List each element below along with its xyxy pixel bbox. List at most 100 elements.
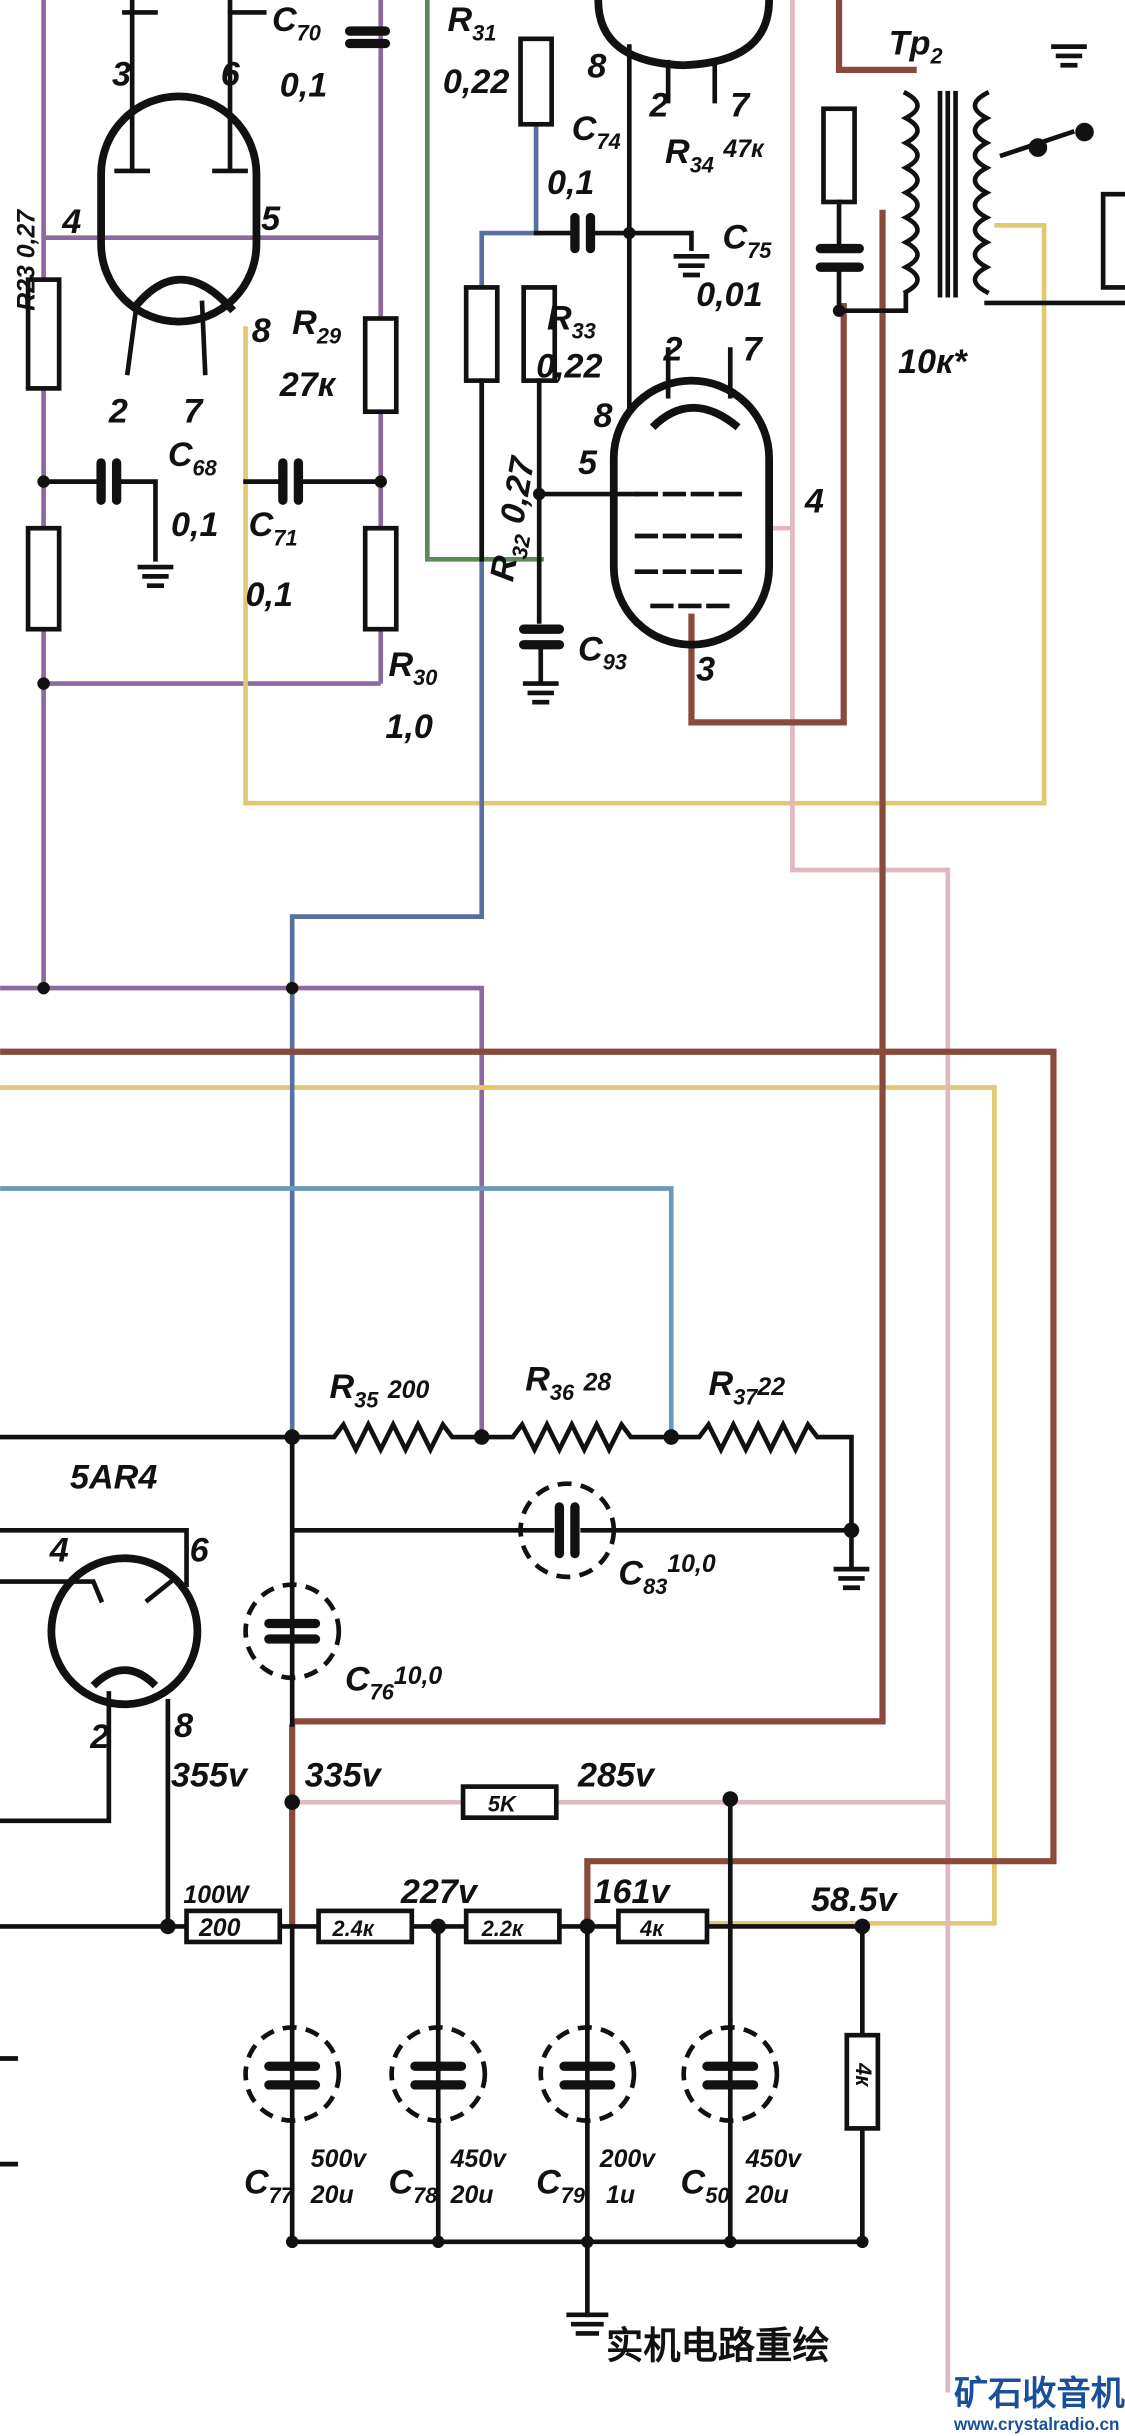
- c74-label: C74: [572, 110, 621, 154]
- pin-label: 8: [252, 312, 271, 350]
- transformer-tp2: [836, 90, 1125, 314]
- r30-value: 1,0: [385, 708, 432, 746]
- c75-value: 0,01: [696, 276, 762, 314]
- pin-label: 6: [221, 55, 241, 93]
- r34-label: R34 47к: [665, 133, 765, 180]
- tube-output-pentode: [541, 347, 774, 649]
- c83-label: C8310,0: [618, 1551, 715, 1599]
- resistor-5k: [460, 1784, 559, 1821]
- resistor-2-2k: [463, 1908, 562, 1945]
- yellow-feedback-wire: [0, 222, 1047, 1926]
- resistors-top: [25, 36, 857, 632]
- labels-top: C70 0,1 R23 0,27 R29 27к C68 0,1 C71 0,1…: [13, 1, 968, 746]
- r33-label: R33: [547, 299, 596, 343]
- r31-value: 0,22: [443, 63, 509, 101]
- pin-label: 4: [61, 203, 81, 241]
- r200-value: 200: [198, 1915, 241, 1942]
- resistor-200: [184, 1908, 283, 1945]
- c50-label: C50: [681, 2164, 730, 2208]
- ground-symbols-top: [137, 44, 1087, 705]
- r29-value: 27к: [279, 366, 337, 404]
- c50-rating: 450v: [745, 2146, 802, 2173]
- c78-label: C78: [388, 2164, 438, 2208]
- voltage-161: 161v: [594, 1873, 672, 1911]
- c71-value: 0,1: [246, 576, 293, 614]
- c77-label: C77: [244, 2164, 294, 2208]
- resistor-2-4k: [316, 1908, 415, 1945]
- r2-4k-value: 2.4к: [332, 1916, 375, 1941]
- pin-label: 8: [174, 1707, 193, 1745]
- junction-dots: [37, 226, 871, 2249]
- c79-rating: 200v: [599, 2146, 656, 2173]
- pin-label: 2: [662, 330, 682, 368]
- voltage-335: 335v: [305, 1757, 383, 1795]
- r36-label: R36 28: [525, 1360, 611, 1407]
- c71-label: C71: [249, 506, 298, 550]
- tube-dual-triode: [97, 0, 267, 376]
- pin-label: 3: [112, 55, 131, 93]
- c78-rating: 450v: [450, 2146, 507, 2173]
- pin-label: 7: [743, 330, 764, 368]
- r2-2k-value: 2.2к: [481, 1916, 524, 1941]
- pin-label: 3: [696, 650, 715, 688]
- c79-value: 1u: [606, 2182, 635, 2209]
- voltage-285: 285v: [577, 1757, 656, 1795]
- pin-label: 6: [190, 1531, 210, 1569]
- lightblue-wire: [0, 1186, 674, 1438]
- r23-label: R23 0,27: [13, 209, 40, 311]
- rectifier-label: 5AR4: [70, 1458, 157, 1496]
- r4k-vertical-value: 4к: [851, 2062, 876, 2087]
- r29-label: R29: [292, 304, 341, 348]
- c78-value: 20u: [450, 2182, 494, 2209]
- r30-label: R30: [388, 646, 437, 690]
- pin-label: 5: [261, 200, 281, 238]
- pin-label: 8: [587, 48, 606, 86]
- c50-value: 20u: [745, 2182, 789, 2209]
- r33-value: 0,22: [536, 348, 602, 386]
- c77-value: 20u: [310, 2182, 354, 2209]
- pin-label: 2: [108, 393, 128, 431]
- watermark-name: 矿石收音机: [954, 2375, 1125, 2413]
- labels-bottom: R35 200 R36 28 R3722 C8310,0 C7610,0 5AR…: [49, 1360, 899, 2366]
- c68-value: 0,1: [171, 506, 218, 544]
- r4k-value: 4к: [639, 1916, 664, 1941]
- green-wire: [425, 0, 544, 562]
- pin-label: 5: [578, 444, 598, 482]
- watermark-logo: 矿石收音机 www.crystalradio.cn: [953, 2375, 1125, 2434]
- pin-label: 2: [649, 87, 669, 125]
- pin-label: 2: [89, 1718, 109, 1756]
- blue-wire: [289, 124, 539, 1438]
- voltage-58-5: 58.5v: [811, 1881, 898, 1919]
- pin-label: 4: [49, 1531, 69, 1569]
- r37-label: R3722: [709, 1365, 786, 1409]
- c74-value: 0,1: [547, 164, 594, 202]
- resistor-4k: [616, 1908, 710, 1945]
- c70-value: 0,1: [280, 66, 327, 104]
- pin-label: 8: [594, 397, 613, 435]
- c70-label: C70: [272, 1, 321, 45]
- r32-label: R32 0,27: [483, 452, 552, 585]
- power-supply: [0, 1419, 881, 2336]
- pin-label: 4: [804, 483, 824, 521]
- r31-label: R31: [448, 1, 497, 45]
- c68-label: C68: [168, 436, 218, 480]
- watermark-url: www.crystalradio.cn: [953, 2415, 1119, 2434]
- brown-wires: [0, 0, 1057, 1927]
- c75-label: C75: [723, 219, 773, 263]
- c93-label: C93: [578, 630, 627, 674]
- r200-power: 100W: [183, 1882, 250, 1909]
- resistor-4k-vertical: [844, 2032, 881, 2131]
- pink-wire: [295, 0, 951, 2393]
- c77-rating: 500v: [311, 2146, 367, 2173]
- pin-label: 7: [730, 87, 751, 125]
- r35-label: R35 200: [329, 1368, 429, 1415]
- tp2-value: 10к*: [898, 343, 968, 381]
- pin-label: 7: [183, 393, 204, 431]
- redraw-title: 实机电路重绘: [606, 2324, 830, 2366]
- voltage-227: 227v: [400, 1873, 479, 1911]
- c79-label: C79: [536, 2164, 585, 2208]
- tp2-label: Tp2: [889, 24, 943, 68]
- c76-label: C7610,0: [345, 1660, 442, 1704]
